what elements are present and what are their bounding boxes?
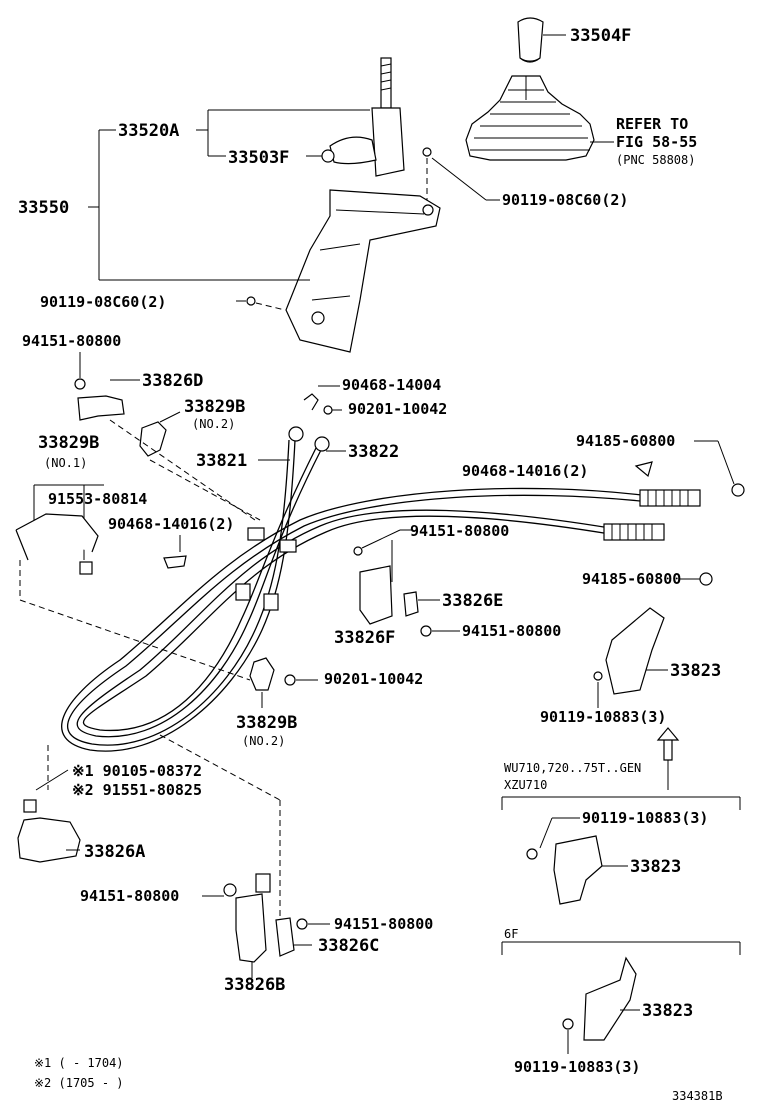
label-33821: 33821 [196, 451, 247, 471]
label-33503F: 33503F [228, 148, 289, 168]
label-90119-08C60-left: 90119-08C60(2) [40, 293, 166, 311]
nut-drawing-e [296, 918, 308, 930]
label-94185-60800-a: 94185-60800 [576, 432, 675, 450]
label-33826A: 33826A [84, 842, 145, 862]
label-33829B-left: 33829B [38, 433, 99, 453]
label-91553-80814: 91553-80814 [48, 490, 147, 508]
bolt-drawing-33823-b [526, 848, 538, 860]
footnote-1: ※1 ( - 1704) [34, 1056, 124, 1070]
label-33829B-bottom: 33829B [236, 713, 297, 733]
label-33822: 33822 [348, 442, 399, 462]
label-33829B-top: 33829B [184, 397, 245, 417]
label-90468-14016-left: 90468-14016(2) [108, 515, 234, 533]
shift-knob-drawing [517, 17, 544, 63]
label-no2-a: (NO.2) [192, 417, 235, 431]
bracket-33826E-drawing [403, 591, 419, 617]
label-no2-b: (NO.2) [242, 734, 285, 748]
label-94151-80800-d: 94151-80800 [80, 887, 179, 905]
bolt-drawing-33826A [23, 799, 37, 813]
clip-33829B-no1-drawing [15, 513, 99, 561]
screw-drawing [79, 561, 93, 575]
shift-boot-drawing [465, 75, 595, 161]
bolt-drawing-top [422, 147, 432, 200]
label-90119-10883-c: 90119-10883(3) [514, 1058, 640, 1076]
variant-label-2: 6F [504, 927, 518, 941]
footnote-2: ※2 (1705 - ) [34, 1076, 124, 1090]
bolt-drawing-33823-a [593, 671, 603, 681]
figure-id: 334381B [672, 1089, 723, 1103]
bolt-drawing-left [246, 296, 256, 306]
variant-label-1b: XZU710 [504, 778, 547, 792]
label-33823-b: 33823 [630, 857, 681, 877]
label-33826D: 33826D [142, 371, 203, 391]
nut-drawing-b [353, 546, 363, 556]
bracket-33826C-drawing [275, 917, 295, 957]
clip-90468-right-drawing [634, 461, 653, 478]
bracket-33823-b-drawing [553, 835, 603, 905]
label-90201-10042-a: 90201-10042 [348, 400, 447, 418]
clip-33829B-bottom-drawing [249, 657, 275, 691]
bracket-33826B-drawing [235, 893, 267, 963]
bolt-drawing-33823-c [562, 1018, 574, 1030]
label-94151-80800-c: 94151-80800 [462, 622, 561, 640]
label-94151-80800-b: 94151-80800 [410, 522, 509, 540]
label-33550: 33550 [18, 198, 69, 218]
nut-drawing-c [420, 625, 432, 637]
note-1-part: ※1 90105-08372 [72, 762, 202, 780]
nut-drawing-94185-a [731, 483, 745, 497]
nut-drawing-a [74, 378, 86, 390]
nut-drawing-94185-b [699, 572, 713, 586]
washer-drawing-a [323, 405, 333, 415]
refer-line-1: REFER TO [616, 115, 688, 133]
label-94185-60800-b: 94185-60800 [582, 570, 681, 588]
bracket-33823-c-drawing [583, 956, 637, 1041]
label-33520A: 33520A [118, 121, 179, 141]
label-33826F: 33826F [334, 628, 395, 648]
label-33826C: 33826C [318, 936, 379, 956]
label-33826B: 33826B [224, 975, 285, 995]
washer-drawing-b [284, 674, 296, 686]
clip-90468-14004-drawing [303, 393, 319, 411]
label-33826E: 33826E [442, 591, 503, 611]
label-94151-80800-a: 94151-80800 [22, 332, 121, 350]
label-90468-14004: 90468-14004 [342, 376, 441, 394]
label-33504F: 33504F [570, 26, 631, 46]
clip-33829B-no2-drawing [139, 421, 167, 457]
bracket-33826D-drawing [77, 395, 125, 421]
label-no1: (NO.1) [44, 456, 87, 470]
bracket-33826F-drawing [359, 565, 393, 625]
arrow-up-icon [656, 727, 680, 761]
clip-90468-left-drawing [163, 555, 187, 569]
nut-drawing-d [223, 883, 237, 897]
label-33823-c: 33823 [642, 1001, 693, 1021]
note-2-part: ※2 91551-80825 [72, 781, 202, 799]
bracket-33823-a-drawing [605, 607, 665, 695]
refer-line-3: (PNC 58808) [616, 153, 695, 167]
label-33823-a: 33823 [670, 661, 721, 681]
bracket-33826A-drawing [17, 817, 81, 863]
label-90468-14016-right: 90468-14016(2) [462, 462, 588, 480]
label-90201-10042-b: 90201-10042 [324, 670, 423, 688]
bolt-drawing-33826B [255, 873, 271, 893]
shift-lever-assembly-drawing [285, 57, 441, 353]
variant-label-1a: WU710,720..75T..GEN [504, 761, 641, 775]
label-90119-08C60-top: 90119-08C60(2) [502, 191, 628, 209]
label-90119-10883-b: 90119-10883(3) [582, 809, 708, 827]
shift-cables-drawing [61, 426, 701, 752]
label-90119-10883-a: 90119-10883(3) [540, 708, 666, 726]
label-94151-80800-e: 94151-80800 [334, 915, 433, 933]
refer-line-2: FIG 58-55 [616, 133, 697, 151]
